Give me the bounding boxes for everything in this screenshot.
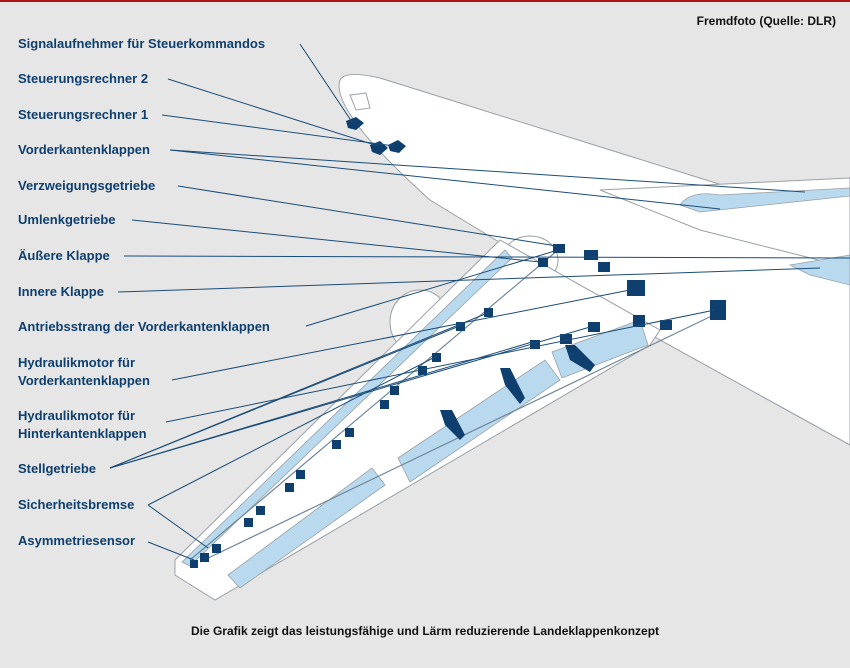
- comp-k: [432, 353, 441, 362]
- photo-credit: Fremdfoto (Quelle: DLR): [696, 14, 836, 28]
- label-sicherheitsbremse: Sicherheitsbremse: [18, 497, 135, 512]
- comp-j: [456, 322, 465, 331]
- leader-asym: [147, 541, 195, 561]
- comp-f: [560, 334, 572, 344]
- label-steuerungsrechner-2: Steuerungsrechner 2: [18, 71, 149, 86]
- top-accent-line: [0, 0, 850, 2]
- leader-innere: [117, 267, 821, 293]
- label-asymmetriesensor: Asymmetriesensor: [18, 533, 136, 548]
- comp-e: [588, 322, 600, 332]
- leader-antrieb: [305, 249, 559, 327]
- label-antriebsstrang: Antriebsstrang der Vorderkantenklappen: [18, 319, 270, 334]
- label-umlenkgetriebe: Umlenkgetriebe: [18, 212, 116, 227]
- comp-c: [633, 315, 645, 327]
- comp-v: [200, 553, 209, 562]
- label-hydraulikmotor-hk-line2: Hinterkantenklappen: [18, 426, 147, 441]
- label-verzweigungsgetriebe: Verzweigungsgetriebe: [18, 178, 156, 193]
- branch-gearbox: [553, 244, 565, 253]
- hydraulic-motor-trailing: [710, 300, 726, 320]
- cockpit-window: [349, 92, 371, 111]
- leader-vk-2: [169, 149, 721, 210]
- comp-s: [256, 506, 265, 515]
- comp-u: [212, 544, 221, 553]
- outer-flap-outboard: [227, 467, 386, 589]
- label-stellgetriebe: Stellgetriebe: [18, 461, 97, 476]
- label-hydraulikmotor-hk-line1: Hydraulikmotor für: [18, 408, 136, 423]
- control-computer-2: [388, 140, 406, 153]
- leader-sicher-1: [147, 355, 438, 506]
- actuator-2: [500, 368, 525, 404]
- comp-g: [530, 340, 540, 349]
- label-steuerungsrechner-1: Steuerungsrechner 1: [18, 107, 149, 122]
- leader-rechner2: [167, 78, 379, 147]
- actuator-3: [440, 410, 465, 440]
- label-hydraulikmotor-vk: Hydraulikmotor für Vorderkantenklappen: [18, 354, 150, 390]
- leader-stell-2: [109, 341, 533, 469]
- figure-caption: Die Grafik zeigt das leistungsfähige und…: [190, 624, 660, 638]
- comp-n: [380, 400, 389, 409]
- label-hydraulikmotor-vk-line1: Hydraulikmotor für: [18, 355, 136, 370]
- comp-q: [296, 470, 305, 479]
- gearbox-a: [584, 250, 598, 260]
- leader-hyd-vk: [171, 289, 631, 381]
- actuator-1: [565, 345, 595, 372]
- leader-verzweigung: [177, 185, 558, 247]
- comp-m: [390, 386, 399, 395]
- leader-hyd-hk: [165, 309, 716, 423]
- hydraulic-motor-leading: [627, 280, 645, 296]
- leader-vk-1: [169, 149, 806, 193]
- comp-w: [190, 560, 198, 568]
- leader-aussere: [123, 255, 850, 259]
- label-hydraulikmotor-hk: Hydraulikmotor für Hinterkantenklappen: [18, 407, 147, 443]
- label-signalaufnehmer: Signalaufnehmer für Steuerkommandos: [18, 36, 266, 51]
- leader-stell-4: [109, 324, 463, 469]
- label-aeussere-klappe: Äußere Klappe: [18, 248, 110, 263]
- label-hydraulikmotor-vk-line2: Vorderkantenklappen: [18, 373, 150, 388]
- comp-o: [345, 428, 354, 437]
- comp-h: [538, 258, 548, 267]
- comp-r: [285, 483, 294, 492]
- label-innere-klappe: Innere Klappe: [18, 284, 104, 299]
- leader-lines: [109, 43, 850, 561]
- leader-rechner1: [161, 114, 395, 147]
- components: [190, 117, 726, 568]
- drive-shaft-leading: [189, 249, 559, 561]
- label-vorderkantenklappen: Vorderkantenklappen: [18, 142, 150, 157]
- leader-sicher-2: [147, 504, 209, 549]
- leader-signal: [299, 43, 353, 123]
- right-slat: [679, 187, 850, 213]
- comp-p: [332, 440, 341, 449]
- comp-d: [660, 320, 672, 330]
- leader-umlenk: [131, 219, 541, 263]
- comp-t: [244, 518, 253, 527]
- gearbox-b: [598, 262, 610, 272]
- comp-l: [418, 366, 427, 375]
